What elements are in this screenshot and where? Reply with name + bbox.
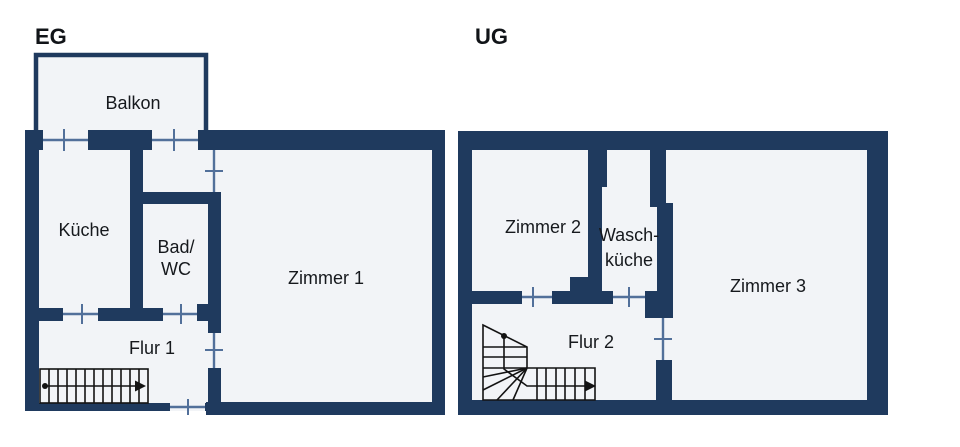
wall-wasch-bottom-seg2 bbox=[645, 291, 673, 318]
label-bad-line1: Bad/ bbox=[157, 237, 194, 257]
ug-title: UG bbox=[475, 24, 508, 49]
label-flur1: Flur 1 bbox=[129, 338, 175, 358]
wall-zimmer2-door-jamb bbox=[570, 277, 588, 291]
ug-wall-right bbox=[867, 131, 888, 415]
eg-plan: EG bbox=[25, 24, 445, 415]
label-flur2: Flur 2 bbox=[568, 332, 614, 352]
eg-exterior-walls bbox=[25, 130, 445, 415]
ug-interior-walls bbox=[472, 150, 673, 400]
wall-zimmer3-left-lower bbox=[656, 360, 672, 400]
ug-stair-walkline bbox=[503, 336, 586, 387]
wall-zimmer2-bottom-seg2 bbox=[552, 291, 602, 304]
label-zimmer2: Zimmer 2 bbox=[505, 217, 581, 237]
wall-bad-top bbox=[143, 192, 221, 204]
eg-title: EG bbox=[35, 24, 67, 49]
ug-wall-bottom bbox=[458, 400, 888, 415]
eg-wall-right bbox=[432, 130, 445, 415]
eg-wall-top bbox=[25, 130, 445, 150]
label-balkon: Balkon bbox=[105, 93, 160, 113]
wall-flur1-top-seg3 bbox=[197, 304, 221, 321]
ug-openings bbox=[522, 287, 672, 360]
ug-exterior-walls bbox=[458, 131, 888, 415]
eg-stair-direction-arrow bbox=[135, 380, 146, 392]
wall-kueche-right bbox=[130, 150, 143, 321]
wall-zimmer2-bottom-seg1 bbox=[472, 291, 522, 304]
wall-zimmer1-left-lower bbox=[208, 368, 221, 408]
ug-plan: UG bbox=[458, 24, 888, 415]
label-bad-line2: WC bbox=[161, 259, 191, 279]
wall-flur1-top-seg2 bbox=[98, 308, 163, 321]
eg-interior-walls bbox=[39, 150, 221, 408]
eg-floor bbox=[39, 150, 432, 403]
wall-wasch-right-lower bbox=[657, 203, 673, 291]
eg-wall-left bbox=[25, 130, 39, 411]
label-wasch-line1: Wasch- bbox=[599, 225, 659, 245]
label-wasch-line2: küche bbox=[605, 250, 653, 270]
eg-wall-bottom-right bbox=[206, 402, 445, 415]
ug-wall-top bbox=[458, 131, 888, 150]
label-zimmer1: Zimmer 1 bbox=[288, 268, 364, 288]
wall-wasch-right-upper bbox=[650, 150, 666, 207]
wall-zimmer1-left-upper bbox=[208, 192, 221, 333]
eg-wall-bottom-left bbox=[25, 403, 221, 411]
wall-flur1-top-seg1 bbox=[39, 308, 63, 321]
ug-stair-direction-arrow bbox=[585, 380, 596, 392]
wall-zimmer2-right-notch bbox=[602, 150, 607, 187]
label-kueche: Küche bbox=[58, 220, 109, 240]
ug-stair-treads bbox=[482, 346, 586, 401]
wall-wasch-bottom-seg1 bbox=[602, 291, 613, 304]
ug-stairs bbox=[482, 323, 596, 401]
ug-wall-left bbox=[458, 131, 472, 415]
eg-openings bbox=[43, 129, 223, 415]
eg-stairs bbox=[39, 368, 149, 404]
label-zimmer3: Zimmer 3 bbox=[730, 276, 806, 296]
wall-zimmer2-right bbox=[588, 150, 602, 304]
